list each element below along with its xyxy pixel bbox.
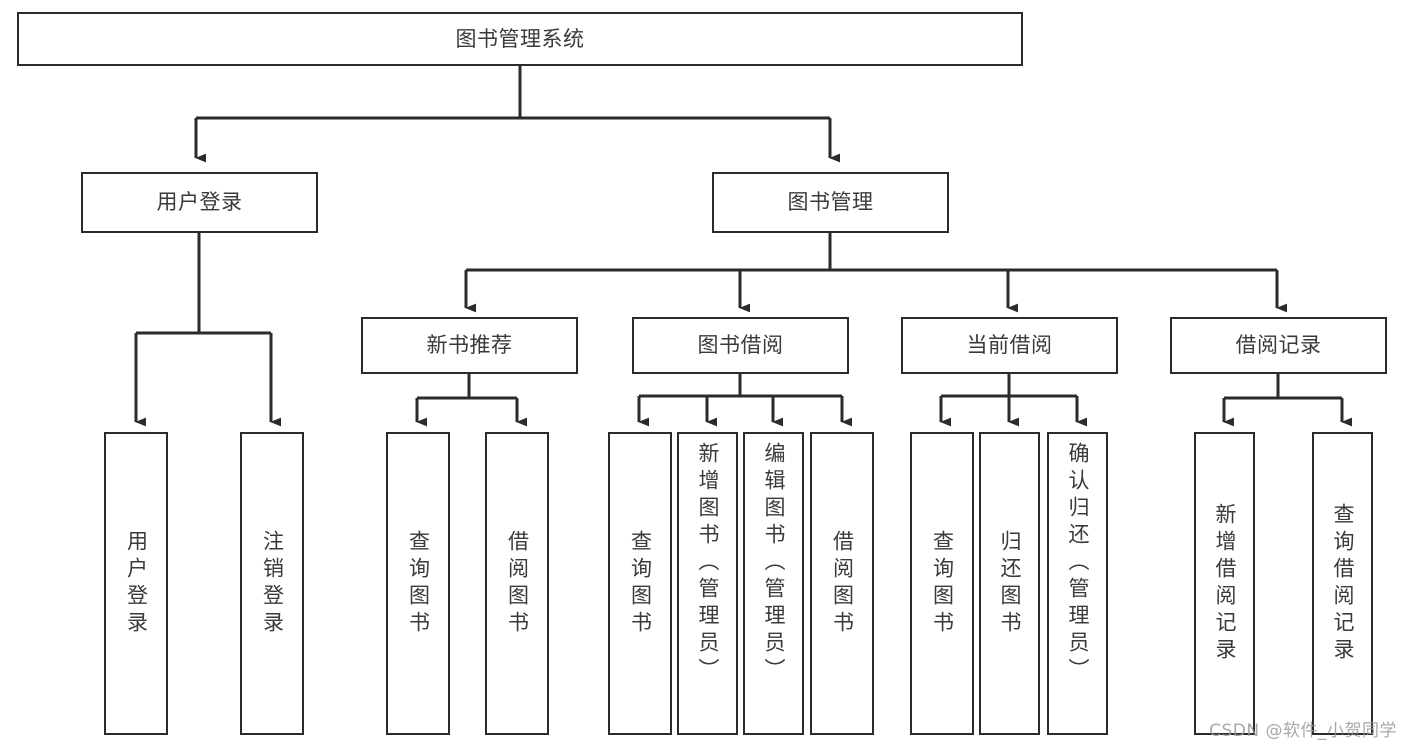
node-label: 当前借阅	[966, 333, 1053, 358]
node-label: 查询图书	[406, 529, 431, 638]
node-leaf-logout[interactable]: 注销登录	[240, 432, 304, 735]
node-leaf-add-borrow-record[interactable]: 新增借阅记录	[1194, 432, 1255, 735]
node-label: 借阅记录	[1235, 333, 1322, 358]
node-label: 确认归还（管理员）	[1066, 442, 1090, 685]
node-label: 借阅图书	[505, 529, 530, 638]
node-label: 编辑图书（管理员）	[762, 442, 786, 685]
node-leaf-borrow-books-newbook[interactable]: 借阅图书	[485, 432, 549, 735]
node-label: 用户登录	[124, 529, 149, 638]
node-new-book-recommendation[interactable]: 新书推荐	[361, 317, 578, 374]
node-leaf-query-books-current[interactable]: 查询图书	[910, 432, 974, 735]
node-label: 图书管理系统	[455, 26, 585, 51]
node-label: 新增图书（管理员）	[696, 442, 720, 685]
node-label: 注销登录	[260, 529, 285, 638]
node-leaf-query-books-borrow[interactable]: 查询图书	[608, 432, 672, 735]
node-label: 查询借阅记录	[1331, 502, 1355, 665]
node-borrow-records[interactable]: 借阅记录	[1170, 317, 1387, 374]
node-label: 查询图书	[930, 529, 955, 638]
node-leaf-edit-book-admin[interactable]: 编辑图书（管理员）	[743, 432, 804, 735]
node-label: 新增借阅记录	[1213, 502, 1237, 665]
node-book-management[interactable]: 图书管理	[712, 172, 949, 233]
node-root-book-management-system[interactable]: 图书管理系统	[17, 12, 1023, 66]
node-label: 图书借阅	[697, 333, 784, 358]
node-label: 图书管理	[787, 190, 874, 215]
node-current-borrowing[interactable]: 当前借阅	[901, 317, 1118, 374]
node-leaf-add-book-admin[interactable]: 新增图书（管理员）	[677, 432, 738, 735]
node-leaf-user-login[interactable]: 用户登录	[104, 432, 168, 735]
node-leaf-query-books-newbook[interactable]: 查询图书	[386, 432, 450, 735]
node-label: 新书推荐	[426, 333, 513, 358]
node-label: 归还图书	[998, 529, 1022, 638]
node-book-borrowing[interactable]: 图书借阅	[632, 317, 849, 374]
node-leaf-query-borrow-record[interactable]: 查询借阅记录	[1312, 432, 1373, 735]
node-label: 查询图书	[628, 529, 653, 638]
node-leaf-confirm-return-admin[interactable]: 确认归还（管理员）	[1047, 432, 1108, 735]
node-label: 用户登录	[156, 190, 243, 215]
node-user-login[interactable]: 用户登录	[81, 172, 318, 233]
node-leaf-borrow-books-borrow[interactable]: 借阅图书	[810, 432, 874, 735]
node-leaf-return-books[interactable]: 归还图书	[979, 432, 1040, 735]
csdn-watermark: CSDN @软件_小贺同学	[1209, 721, 1397, 741]
node-label: 借阅图书	[830, 529, 855, 638]
